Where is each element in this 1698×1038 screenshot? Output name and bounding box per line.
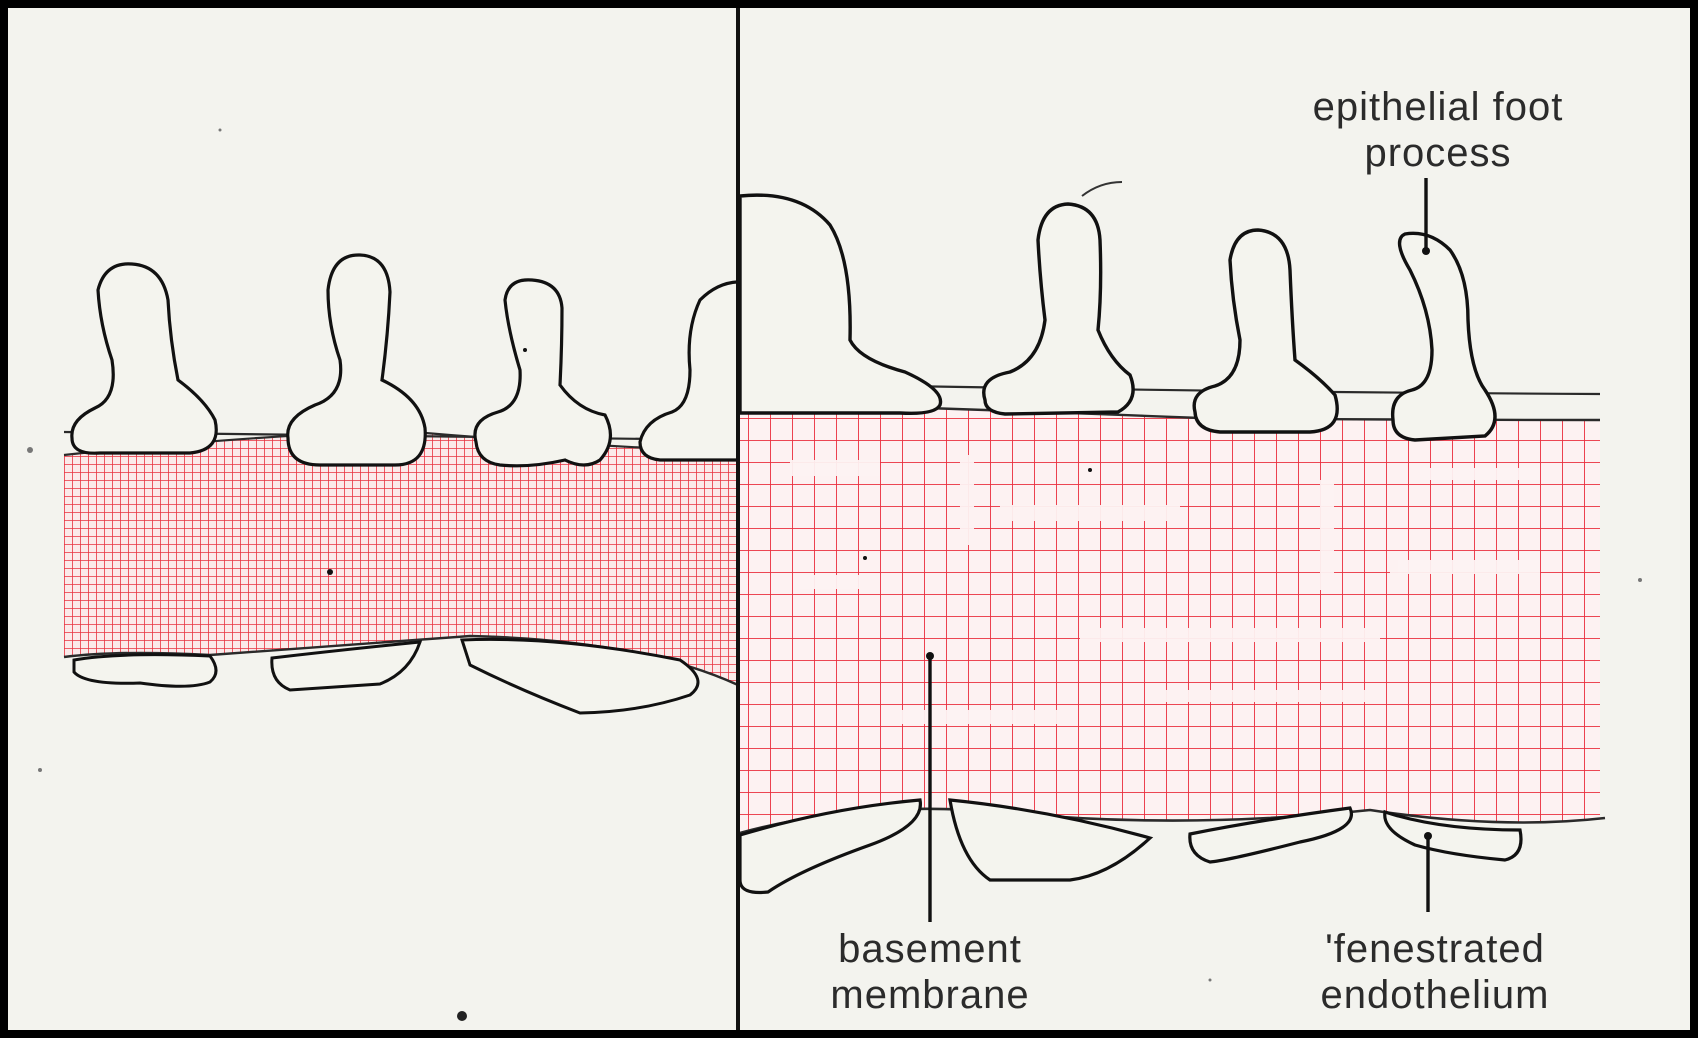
label-basement-membrane: basement membrane [790, 926, 1070, 1018]
label-fenestrated-endothelium: 'fenestrated endothelium [1290, 926, 1580, 1018]
label-line: process [1268, 130, 1608, 176]
panel-divider [736, 8, 740, 1030]
label-epithelial-foot-process: epithelial foot process [1268, 84, 1608, 176]
label-line: 'fenestrated [1290, 926, 1580, 972]
label-line: endothelium [1290, 972, 1580, 1018]
label-line: epithelial foot [1268, 84, 1608, 130]
left-endothelium-1 [74, 655, 216, 687]
label-line: basement [790, 926, 1070, 972]
label-line: membrane [790, 972, 1070, 1018]
